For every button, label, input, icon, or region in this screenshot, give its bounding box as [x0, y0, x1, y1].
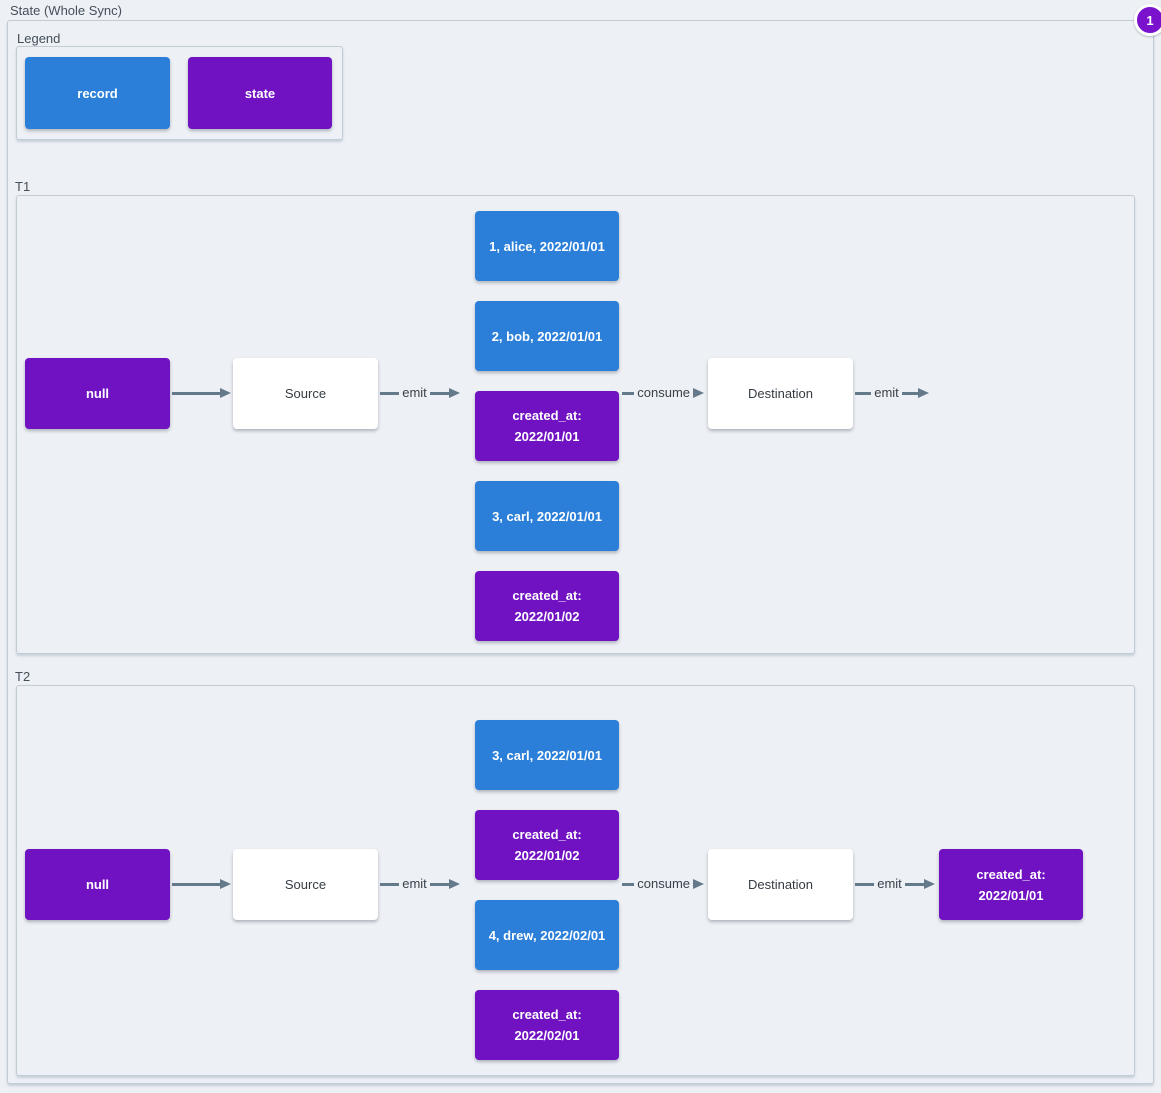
legend-box — [16, 46, 343, 140]
state-whole-sync-group — [7, 20, 1154, 1084]
t1-stack-item-5: created_at: 2022/01/02 — [475, 571, 619, 641]
t2-source-node: Source — [233, 849, 378, 920]
arrowhead-icon — [449, 388, 460, 398]
t1-group — [16, 195, 1135, 654]
arrow-line — [904, 882, 924, 886]
t1-emit-out-arrow: emit — [855, 383, 929, 403]
t2-emit-in-arrow: emit — [380, 874, 460, 894]
annotation-badge-1: 1 — [1134, 4, 1161, 36]
t2-stack-item-3: 4, drew, 2022/02/01 — [475, 900, 619, 970]
arrow-line — [901, 391, 918, 395]
arrow-line — [172, 882, 220, 886]
arrow-line — [380, 882, 400, 886]
t2-emitted-state-node: created_at: 2022/01/01 — [939, 849, 1083, 920]
arrow-line — [855, 882, 875, 886]
arrow-line — [429, 882, 449, 886]
arrowhead-icon — [693, 879, 704, 889]
arrow-line — [622, 391, 635, 395]
arrowhead-icon — [220, 388, 231, 398]
t2-stack-item-2: created_at: 2022/01/02 — [475, 810, 619, 880]
legend-record-swatch: record — [25, 57, 170, 129]
t1-consume-arrow: consume — [622, 383, 704, 403]
t1-source-node: Source — [233, 358, 378, 429]
arrowhead-icon — [693, 388, 704, 398]
arrow-line — [855, 391, 872, 395]
t1-emit-in-arrow: emit — [380, 383, 460, 403]
t1-stack-item-1: 1, alice, 2022/01/01 — [475, 211, 619, 281]
t2-stack-item-1: 3, carl, 2022/01/01 — [475, 720, 619, 790]
t1-null-node: null — [25, 358, 170, 429]
arrowhead-icon — [924, 879, 935, 889]
t2-consume-label: consume — [637, 876, 690, 891]
t2-destination-node: Destination — [708, 849, 853, 920]
arrowhead-icon — [918, 388, 929, 398]
t1-consume-label: consume — [637, 385, 690, 400]
arrowhead-icon — [449, 879, 460, 889]
t1-emit-in-label: emit — [402, 385, 427, 400]
legend-state-swatch: state — [188, 57, 332, 129]
arrow-line — [429, 391, 449, 395]
t1-stack-item-2: 2, bob, 2022/01/01 — [475, 301, 619, 371]
t2-emit-out-arrow: emit — [855, 874, 935, 894]
t2-emit-out-label: emit — [877, 876, 902, 891]
t2-emit-in-label: emit — [402, 876, 427, 891]
legend-label: Legend — [17, 31, 61, 46]
t2-label: T2 — [15, 669, 31, 684]
t1-emit-out-label: emit — [874, 385, 899, 400]
t2-null-node: null — [25, 849, 170, 920]
t1-arrow-null-to-source — [172, 383, 231, 403]
t2-arrow-null-to-source — [172, 874, 231, 894]
arrow-line — [172, 391, 220, 395]
t2-consume-arrow: consume — [622, 874, 704, 894]
t1-label: T1 — [15, 179, 31, 194]
arrow-line — [622, 882, 635, 886]
t1-stack-item-3: created_at: 2022/01/01 — [475, 391, 619, 461]
t2-stack-item-4: created_at: 2022/02/01 — [475, 990, 619, 1060]
page-title: State (Whole Sync) — [10, 3, 122, 18]
t1-stack-item-4: 3, carl, 2022/01/01 — [475, 481, 619, 551]
arrow-line — [380, 391, 400, 395]
t1-destination-node: Destination — [708, 358, 853, 429]
arrowhead-icon — [220, 879, 231, 889]
t2-group — [16, 685, 1135, 1076]
